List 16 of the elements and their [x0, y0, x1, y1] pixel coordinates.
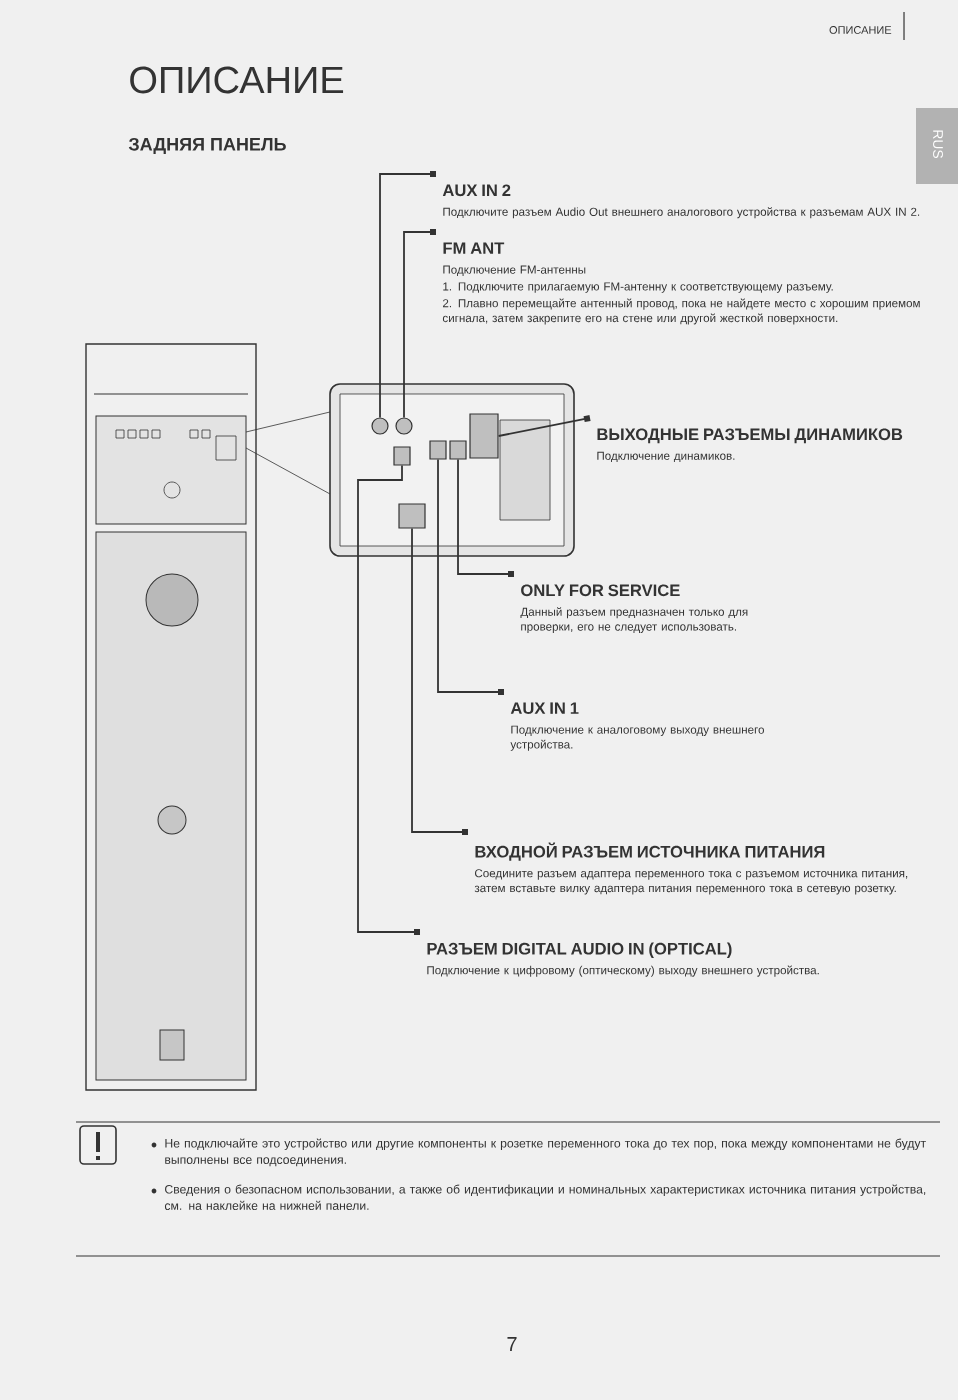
leader-line: [497, 415, 591, 437]
leader-line: [357, 464, 420, 935]
jack-socket: [371, 417, 389, 435]
leader-line: [411, 527, 468, 835]
leader-line: [379, 171, 436, 419]
jack-socket: [395, 417, 413, 435]
page-title: ОПИСАНИЕ: [130, 66, 344, 94]
page-number: 7: [507, 1337, 517, 1351]
connector-socket: [398, 503, 426, 529]
leader-line: [403, 229, 436, 419]
connector-socket: [449, 440, 467, 460]
leader-line: [457, 458, 514, 577]
connector-socket: [393, 446, 411, 466]
connector-socket: [429, 440, 447, 460]
leader-line: [437, 458, 504, 695]
section-heading: ЗАДНЯЯ ПАНЕЛЬ: [128, 137, 286, 155]
